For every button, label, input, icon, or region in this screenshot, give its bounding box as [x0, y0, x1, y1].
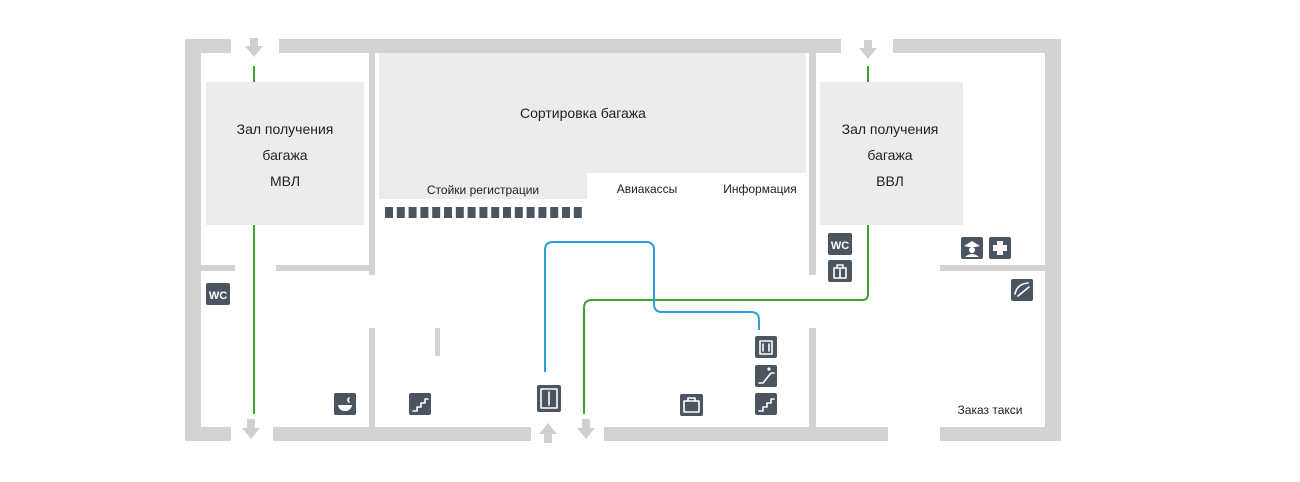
outer-walls	[185, 39, 1061, 441]
taxi-phone-icon[interactable]	[1011, 279, 1033, 301]
checkin-counter	[550, 207, 559, 218]
inner-walls	[201, 53, 1045, 427]
arrow-down-bottom-left	[242, 419, 260, 439]
wall-bottom-2	[273, 427, 531, 441]
escalator-icon[interactable]	[755, 365, 777, 387]
security-gate-icon[interactable]	[537, 385, 561, 412]
checkin-counter	[455, 207, 464, 218]
wall-top-3	[893, 39, 1061, 53]
luggage-icon[interactable]	[680, 394, 703, 416]
room-baggage-sorting-upper	[379, 53, 806, 173]
ticket-office-label: Авиакассы	[617, 182, 678, 196]
wc-icon[interactable]: WC	[206, 283, 230, 305]
wall-left	[185, 39, 201, 441]
sorting-label: Сортировка багажа	[520, 105, 646, 121]
wall-inner-7	[809, 328, 816, 427]
arrow-down-top-right	[859, 40, 877, 59]
route-blue-elevator	[544, 241, 760, 372]
arrow-up-bottom-center	[539, 423, 557, 443]
wall-inner-8	[940, 265, 1045, 271]
claim-intl-line3: МВЛ	[270, 173, 300, 189]
checkin-label: Стойки регистрации	[427, 183, 539, 197]
checkin-counter	[467, 207, 476, 218]
checkin-counter	[538, 207, 547, 218]
elevator-icon[interactable]	[755, 336, 777, 358]
cafe-icon[interactable]	[334, 393, 356, 415]
wall-right	[1045, 39, 1061, 441]
checkin-counter	[444, 207, 452, 218]
wall-inner-2	[369, 328, 375, 427]
checkin-counter	[514, 207, 523, 218]
arrow-down-top-left	[245, 38, 263, 57]
wall-inner-1	[369, 53, 375, 275]
checkin-counter	[420, 207, 429, 218]
wc-text-right: WC	[831, 240, 849, 252]
claim-intl-line2: багажа	[262, 147, 307, 163]
wall-inner-4	[201, 265, 235, 271]
checkin-counter	[396, 207, 405, 218]
baggage-lockers-icon[interactable]	[828, 260, 852, 282]
checkin-counter	[503, 207, 511, 218]
checkin-counter	[526, 207, 535, 218]
wall-bottom-4	[940, 427, 1061, 441]
stairs-icon[interactable]	[755, 393, 777, 415]
route-green-dom-main	[583, 225, 869, 414]
checkin-counter	[432, 207, 441, 218]
taxi-label: Заказ такси	[958, 403, 1023, 417]
wall-bottom-3	[604, 427, 888, 441]
checkin-counter	[491, 207, 500, 218]
checkin-counter	[385, 207, 393, 218]
wall-inner-6	[809, 53, 816, 275]
checkin-counters	[385, 207, 582, 218]
arrow-down-bottom-center	[577, 419, 595, 439]
claim-dom-line3: ВВЛ	[876, 173, 904, 189]
room-baggage-claim-intl	[206, 82, 364, 225]
information-label: Информация	[723, 182, 796, 196]
claim-intl-line1: Зал получения	[237, 121, 334, 137]
wall-inner-5	[276, 265, 369, 271]
checkin-counter	[562, 207, 570, 218]
wall-top-2	[279, 39, 841, 53]
wc-text-left: WC	[209, 290, 227, 302]
wall-inner-3	[435, 328, 440, 356]
claim-dom-line2: багажа	[867, 147, 912, 163]
room-baggage-claim-dom	[820, 82, 963, 225]
wc-icon[interactable]: WC	[828, 233, 852, 255]
claim-dom-line1: Зал получения	[842, 121, 939, 137]
police-icon[interactable]	[961, 237, 983, 259]
first-aid-icon[interactable]	[989, 237, 1011, 259]
checkin-counter	[408, 207, 417, 218]
arrows	[242, 38, 877, 443]
wall-bottom-1	[185, 427, 231, 441]
stairs-icon[interactable]	[409, 393, 431, 415]
checkin-counter	[573, 207, 582, 218]
room-checkin-band	[379, 173, 587, 199]
checkin-counter	[479, 207, 488, 218]
